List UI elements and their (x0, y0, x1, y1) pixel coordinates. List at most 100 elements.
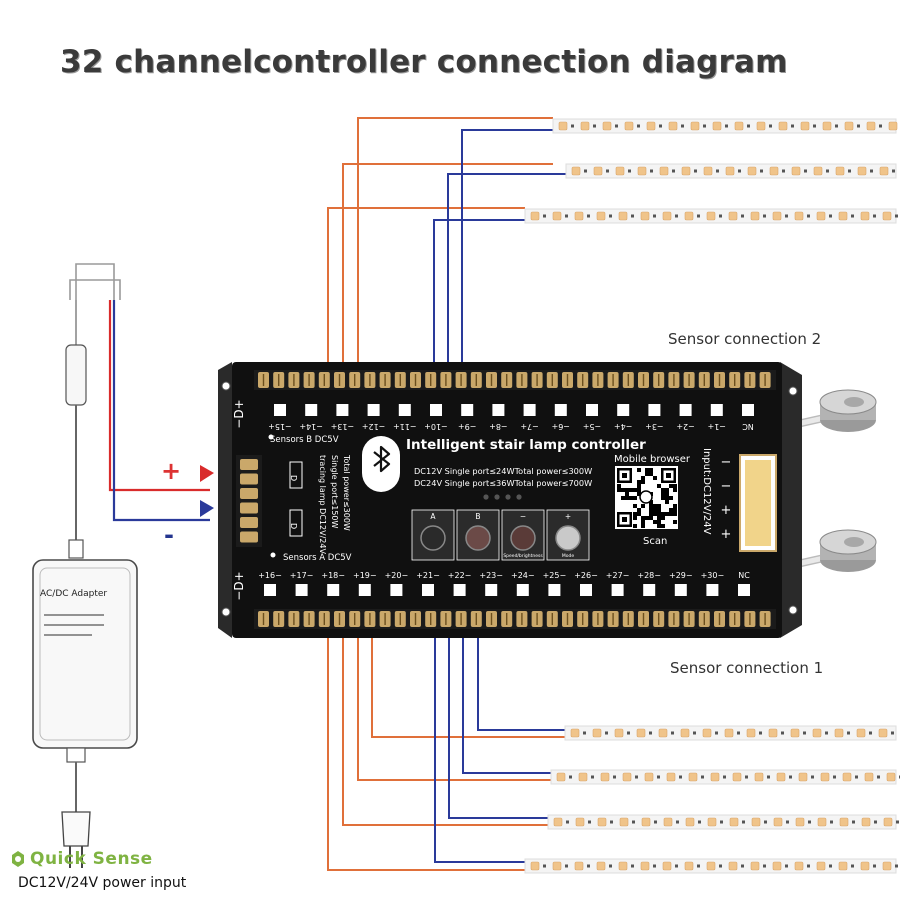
led-resistor (789, 775, 792, 779)
status-led (483, 494, 489, 500)
led-chip (580, 121, 590, 131)
led-strip (552, 118, 898, 134)
led-chip (666, 772, 676, 782)
qr-module (673, 508, 677, 512)
led-resistor (606, 169, 609, 173)
power-adapter-inner (39, 567, 131, 741)
qr-module (641, 476, 645, 480)
led-resistor (719, 214, 722, 218)
led-resistor (587, 864, 590, 868)
terminal-label-box (586, 404, 598, 416)
push-button (510, 525, 536, 551)
led-resistor (675, 214, 678, 218)
qr-module (649, 512, 653, 516)
led-resistor (587, 214, 590, 218)
wire-orange (327, 207, 525, 372)
qr-module (653, 508, 657, 512)
push-button (465, 525, 491, 551)
led-chip (728, 861, 738, 871)
top-terminal-block (254, 370, 776, 390)
button-label: − (520, 512, 526, 521)
led-resistor (877, 775, 880, 779)
led-resistor (892, 169, 895, 173)
led-chip (530, 211, 540, 221)
qr-module (617, 488, 621, 492)
led-chip (688, 772, 698, 782)
led-chip (663, 817, 673, 827)
led-chip (861, 817, 871, 827)
vertical-spec-text: tracing lamp DC12V/24V (318, 455, 327, 554)
status-led (516, 494, 522, 500)
button-label: A (430, 512, 436, 521)
led-chip (702, 728, 712, 738)
led-chip (791, 166, 801, 176)
led-resistor (813, 124, 816, 128)
led-chip (794, 211, 804, 221)
vertical-spec-text: Single port≤150W (330, 455, 339, 529)
led-resistor (782, 169, 785, 173)
led-resistor (742, 820, 745, 824)
qr-module (633, 504, 637, 508)
led-resistor (807, 864, 810, 868)
terminal-label-box (398, 404, 411, 416)
led-resistor (591, 775, 594, 779)
terminal-label-box (430, 404, 442, 416)
terminal-label-box (422, 584, 434, 596)
bottom-terminal-label: +28− (637, 571, 661, 580)
bottom-terminal-label: +21− (416, 571, 440, 580)
wire-blue (477, 636, 565, 731)
wire-orange (342, 636, 548, 826)
qr-module (625, 492, 629, 496)
top-terminal-label: −10+ (424, 422, 448, 431)
mount-hole (221, 607, 231, 617)
terminal-label-box (492, 404, 505, 416)
wire-blue (112, 300, 210, 522)
wire-orange (327, 636, 525, 871)
bottom-terminal-label: +25− (543, 571, 567, 580)
controller-spec-2: DC24V Single port≤36WTotal power≤700W (414, 478, 592, 488)
led-chip (888, 121, 898, 131)
led-chip (637, 166, 647, 176)
led-chip (794, 861, 804, 871)
led-chip (834, 728, 844, 738)
led-resistor (693, 731, 696, 735)
led-chip (886, 772, 896, 782)
top-terminal-label: −3+ (645, 422, 664, 431)
led-chip (558, 121, 568, 131)
scan-label: Scan (643, 536, 667, 547)
wire-orange (357, 117, 553, 372)
led-chip (659, 166, 669, 176)
led-chip (750, 861, 760, 871)
led-chip (878, 728, 888, 738)
led-chip (838, 861, 848, 871)
terminal-label-box (327, 584, 340, 596)
terminal-label-box (554, 404, 567, 416)
terminal-label-box (674, 584, 687, 596)
led-chip (856, 728, 866, 738)
led-chip (773, 817, 783, 827)
bottom-terminal-label: +17− (290, 571, 314, 580)
led-chip (724, 728, 734, 738)
button-label: + (565, 512, 571, 521)
qr-module (637, 480, 641, 484)
qr-module (637, 484, 641, 488)
led-chip (615, 166, 625, 176)
red-wire-end (200, 465, 214, 482)
power-input-label: DC12V/24V power input (18, 875, 187, 891)
wire-red (108, 300, 210, 492)
led-chip (592, 728, 602, 738)
led-resistor (786, 820, 789, 824)
led-chip (640, 211, 650, 221)
sensor-dot (270, 552, 276, 558)
led-resistor (681, 124, 684, 128)
sensors-b-label: Sensors B DC5V (270, 435, 339, 445)
led-resistor (676, 820, 679, 824)
qr-module (625, 496, 629, 500)
sensor-lens-center (844, 397, 864, 407)
brand-watermark: Quick Sense (10, 848, 153, 869)
led-chip (556, 772, 566, 782)
qr-module (645, 516, 649, 520)
led-chip (776, 772, 786, 782)
led-chip (883, 817, 893, 827)
led-resistor (741, 864, 744, 868)
